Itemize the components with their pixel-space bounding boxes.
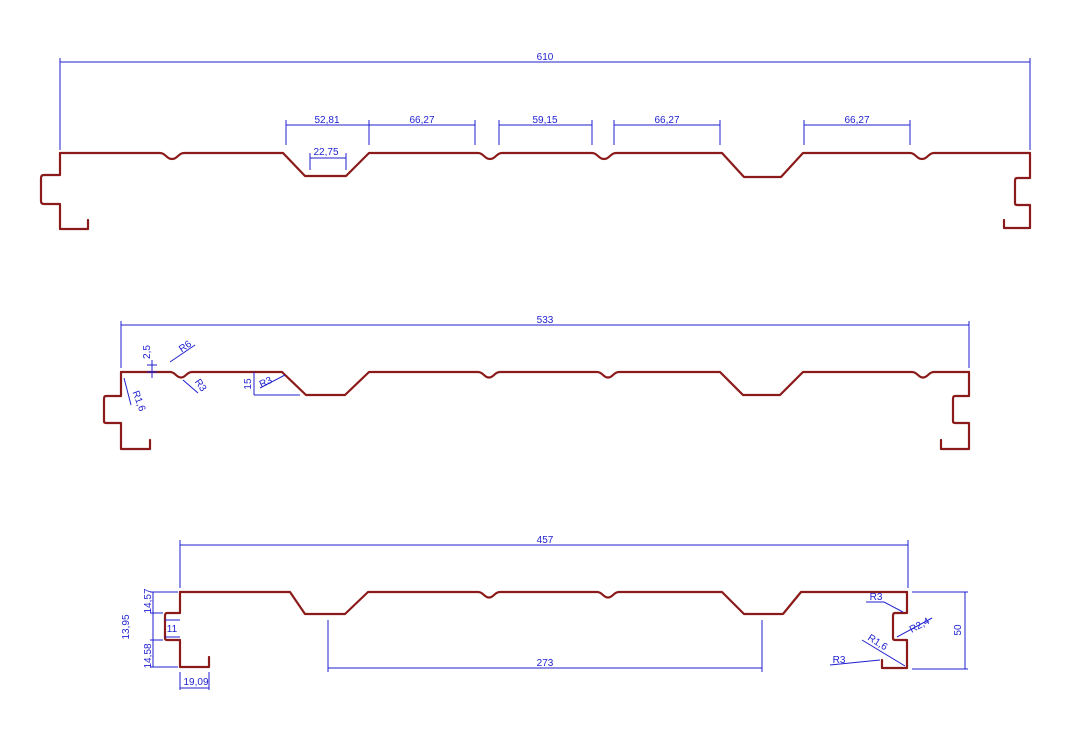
profile-3-left-bottom: 19,09	[183, 677, 208, 688]
profile-1: 610 52,81 66,27 59,15 66,27 66,27 22,75	[39, 52, 1032, 231]
profile-2-overall-dimension-line	[120, 321, 970, 368]
profile-3-left-lock	[163, 590, 211, 669]
profile-3-radius-3-bottom: R3	[833, 655, 846, 666]
profile-2-r16-leader	[123, 377, 132, 406]
profile-3-overall-dimension-line	[179, 540, 909, 588]
profile-1-overall-dimension-line	[59, 58, 1031, 150]
profile-2-height-15-line	[253, 372, 300, 396]
profile-3-rib-pitch-line	[327, 620, 763, 672]
profile-3-left-heights-line	[150, 591, 178, 668]
profile-1-dim-c: 59,15	[532, 115, 557, 126]
profile-2-overall-width: 533	[537, 315, 554, 326]
profile-1-right-lock	[1002, 151, 1032, 230]
profile-3-overall-width: 457	[537, 535, 554, 546]
profile-3-rib-pitch: 273	[537, 658, 554, 669]
profile-1-dim-e: 66,27	[844, 115, 869, 126]
profile-2-outline	[119, 370, 971, 397]
profile-1-dim-e-line	[803, 120, 911, 145]
profile-3-r3-bottom-leader	[829, 659, 881, 666]
profile-3: 457 273 50 14,57 13,95 14,58 11 19,09 R3…	[121, 535, 968, 690]
profile-2: 533 2,5 R6 R3 R1,6 15 R3	[102, 315, 971, 451]
profile-3-left-h3: 14,58	[143, 643, 154, 668]
profile-1-dim-a: 52,81	[314, 115, 339, 126]
profile-3-r3-top-leader	[866, 601, 904, 613]
profile-2-r6-leader	[169, 344, 196, 363]
profile-3-left-bottom-line	[179, 672, 210, 690]
profile-1-dim-c-line	[498, 120, 593, 145]
profile-1-dim-b: 66,27	[409, 115, 434, 126]
profile-3-radius-2-4: R2,4	[908, 616, 932, 636]
profile-1-trough-bottom-line	[309, 153, 347, 170]
profile-2-radius-6: R6	[177, 339, 194, 356]
profile-2-step: 2,5	[142, 345, 153, 359]
profile-2-r3b-leader	[259, 374, 286, 389]
profile-2-r3a-leader	[182, 379, 199, 394]
profile-1-trough-bottom: 22,75	[313, 147, 338, 158]
profile-3-left-depth: 11	[167, 624, 178, 635]
profile-3-radius-1-6: R1,6	[865, 633, 889, 654]
profile-2-height-15: 15	[243, 378, 254, 390]
profile-1-dim-d: 66,27	[654, 115, 679, 126]
profile-2-radius-3-b: R3	[258, 375, 275, 391]
profile-2-radius-3-a: R3	[192, 377, 209, 394]
profile-3-r24-leader	[896, 617, 933, 638]
profile-1-dim-b-line	[369, 120, 476, 145]
profile-1-overall-width: 610	[537, 52, 554, 63]
profile-2-radius-1-6: R1,6	[130, 389, 148, 413]
profile-2-step-line	[147, 360, 157, 378]
profile-3-outline	[178, 590, 909, 616]
profile-2-right-lock	[939, 370, 971, 451]
profile-3-r16-leader	[861, 639, 906, 667]
profile-3-left-depth-line	[165, 619, 180, 638]
profile-1-dim-a-line	[285, 120, 370, 145]
profile-1-left-lock	[39, 151, 90, 231]
profile-3-right-lock	[880, 590, 909, 670]
profile-1-dim-d-line	[613, 120, 721, 145]
profile-3-height: 50	[953, 624, 964, 636]
profile-3-left-h1: 14,57	[143, 588, 154, 613]
profile-1-outline	[58, 151, 1032, 179]
profile-3-height-line	[912, 591, 968, 670]
profile-3-radius-3-top: R3	[870, 592, 883, 603]
profile-3-left-h2: 13,95	[121, 614, 132, 639]
profile-2-left-lock	[102, 370, 152, 451]
